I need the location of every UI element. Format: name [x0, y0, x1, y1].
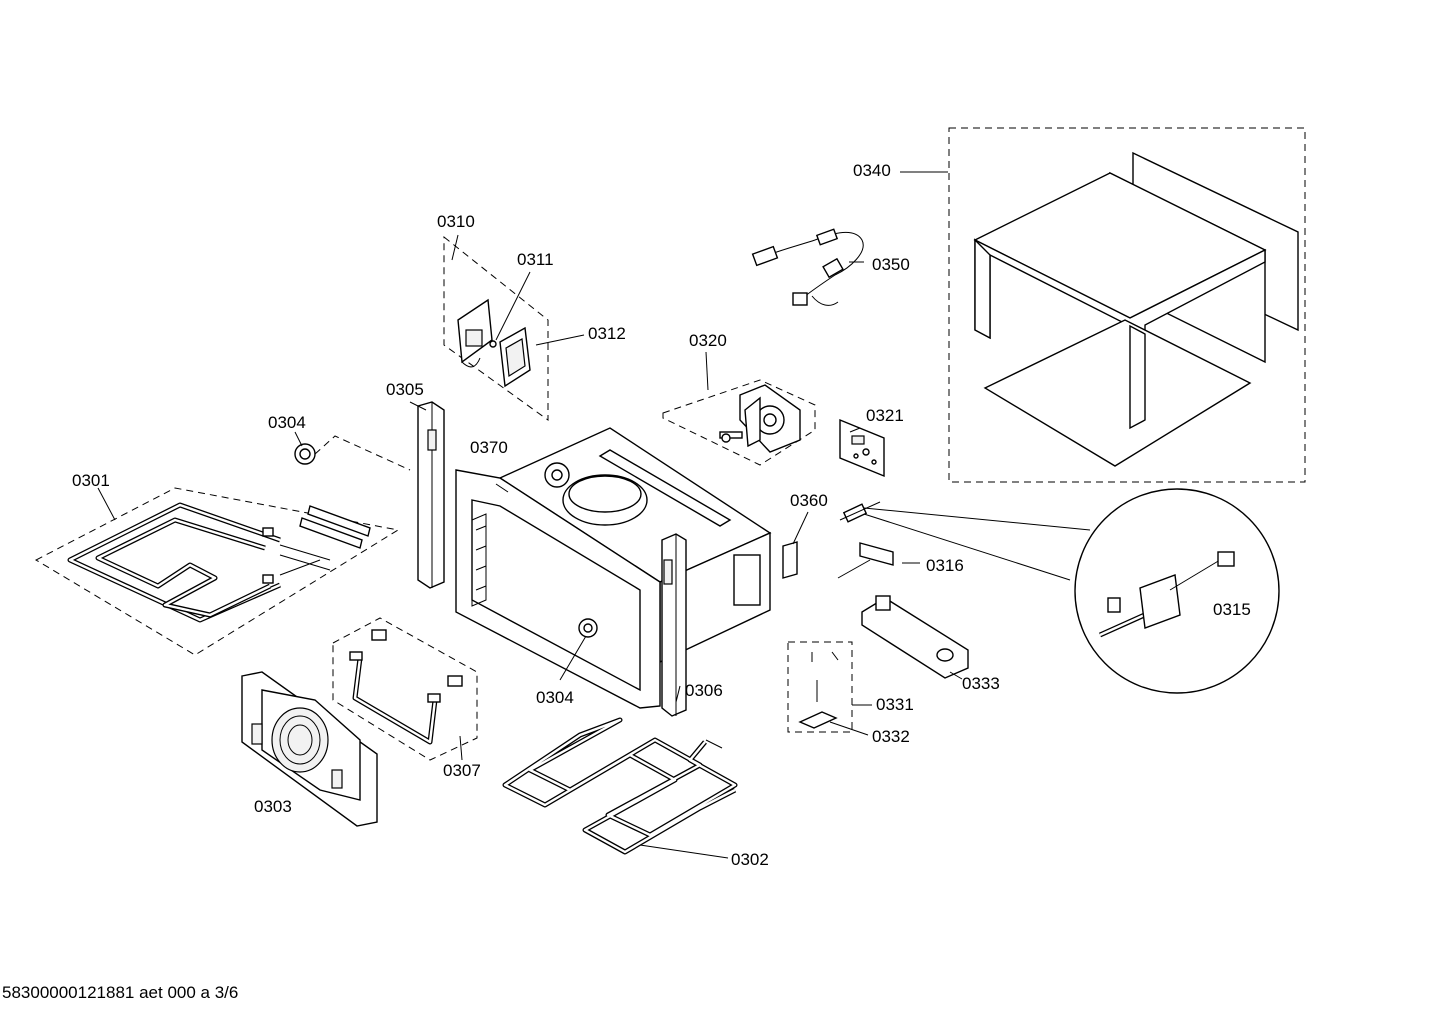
label-0320: 0320	[689, 331, 727, 350]
insulation-cover-group	[948, 127, 1306, 483]
label-0310: 0310	[437, 212, 475, 231]
right-side-rail	[661, 533, 687, 717]
label-0312: 0312	[588, 324, 626, 343]
fan-motor-group	[662, 379, 816, 466]
hardware-dashed-frame	[787, 641, 853, 733]
label-0307: 0307	[443, 761, 481, 780]
rack-dashed-frame	[332, 617, 478, 761]
label-0333: 0333	[962, 674, 1000, 693]
circuit-board	[839, 418, 885, 478]
cover-left-leg	[974, 238, 991, 340]
gasket-0332	[798, 711, 838, 729]
label-0360: 0360	[790, 491, 828, 510]
rack-support-group	[332, 617, 478, 761]
grill-bracket-top	[307, 505, 371, 537]
label-0321: 0321	[866, 406, 904, 425]
oven-cavity-group	[455, 427, 772, 709]
label-0306: 0306	[685, 681, 723, 700]
rear-fan-panel	[241, 671, 378, 827]
switch-group-0310	[443, 235, 549, 421]
knob-0304-left	[294, 435, 411, 471]
label-0370: 0370	[470, 438, 508, 457]
cavity-side-bracket	[733, 554, 761, 606]
label-0304-bottom: 0304	[536, 688, 574, 707]
latch-bracket-0333	[861, 595, 969, 679]
switch-pin	[489, 340, 497, 348]
rear-panel-grille	[271, 707, 329, 773]
cover-right-leg	[1129, 324, 1146, 430]
label-0301: 0301	[72, 471, 110, 490]
hardware-group-0331	[787, 641, 853, 733]
cover-floor-sheet	[983, 319, 1252, 467]
label-0311: 0311	[517, 250, 554, 269]
label-0302: 0302	[731, 850, 769, 869]
grill-element-group	[34, 487, 400, 656]
label-0350: 0350	[872, 255, 910, 274]
label-0340: 0340	[853, 161, 891, 180]
sensor-0316	[837, 542, 894, 579]
part-labels: 0340 0350 0310 0311 0312 0320 0305 0321 …	[72, 161, 1251, 869]
small-plate-0360	[782, 541, 798, 579]
cable-harness	[751, 228, 864, 306]
footer-document-id: 58300000121881 aet 000 a 3/6	[2, 983, 238, 1002]
leader-lines	[97, 171, 963, 859]
label-0316: 0316	[926, 556, 964, 575]
label-0331: 0331	[876, 695, 914, 714]
cover-dashed-frame	[948, 127, 1306, 483]
label-0332: 0332	[872, 727, 910, 746]
left-side-rail	[417, 401, 445, 589]
board-outline	[839, 418, 885, 478]
switch-dashed-frame	[443, 235, 549, 421]
label-0315: 0315	[1213, 600, 1251, 619]
bottom-heating-element	[502, 717, 738, 855]
fan-dashed-frame	[662, 379, 816, 466]
label-0304-top: 0304	[268, 413, 306, 432]
probe-0315	[839, 488, 1280, 694]
label-0305: 0305	[386, 380, 424, 399]
label-0303: 0303	[254, 797, 292, 816]
